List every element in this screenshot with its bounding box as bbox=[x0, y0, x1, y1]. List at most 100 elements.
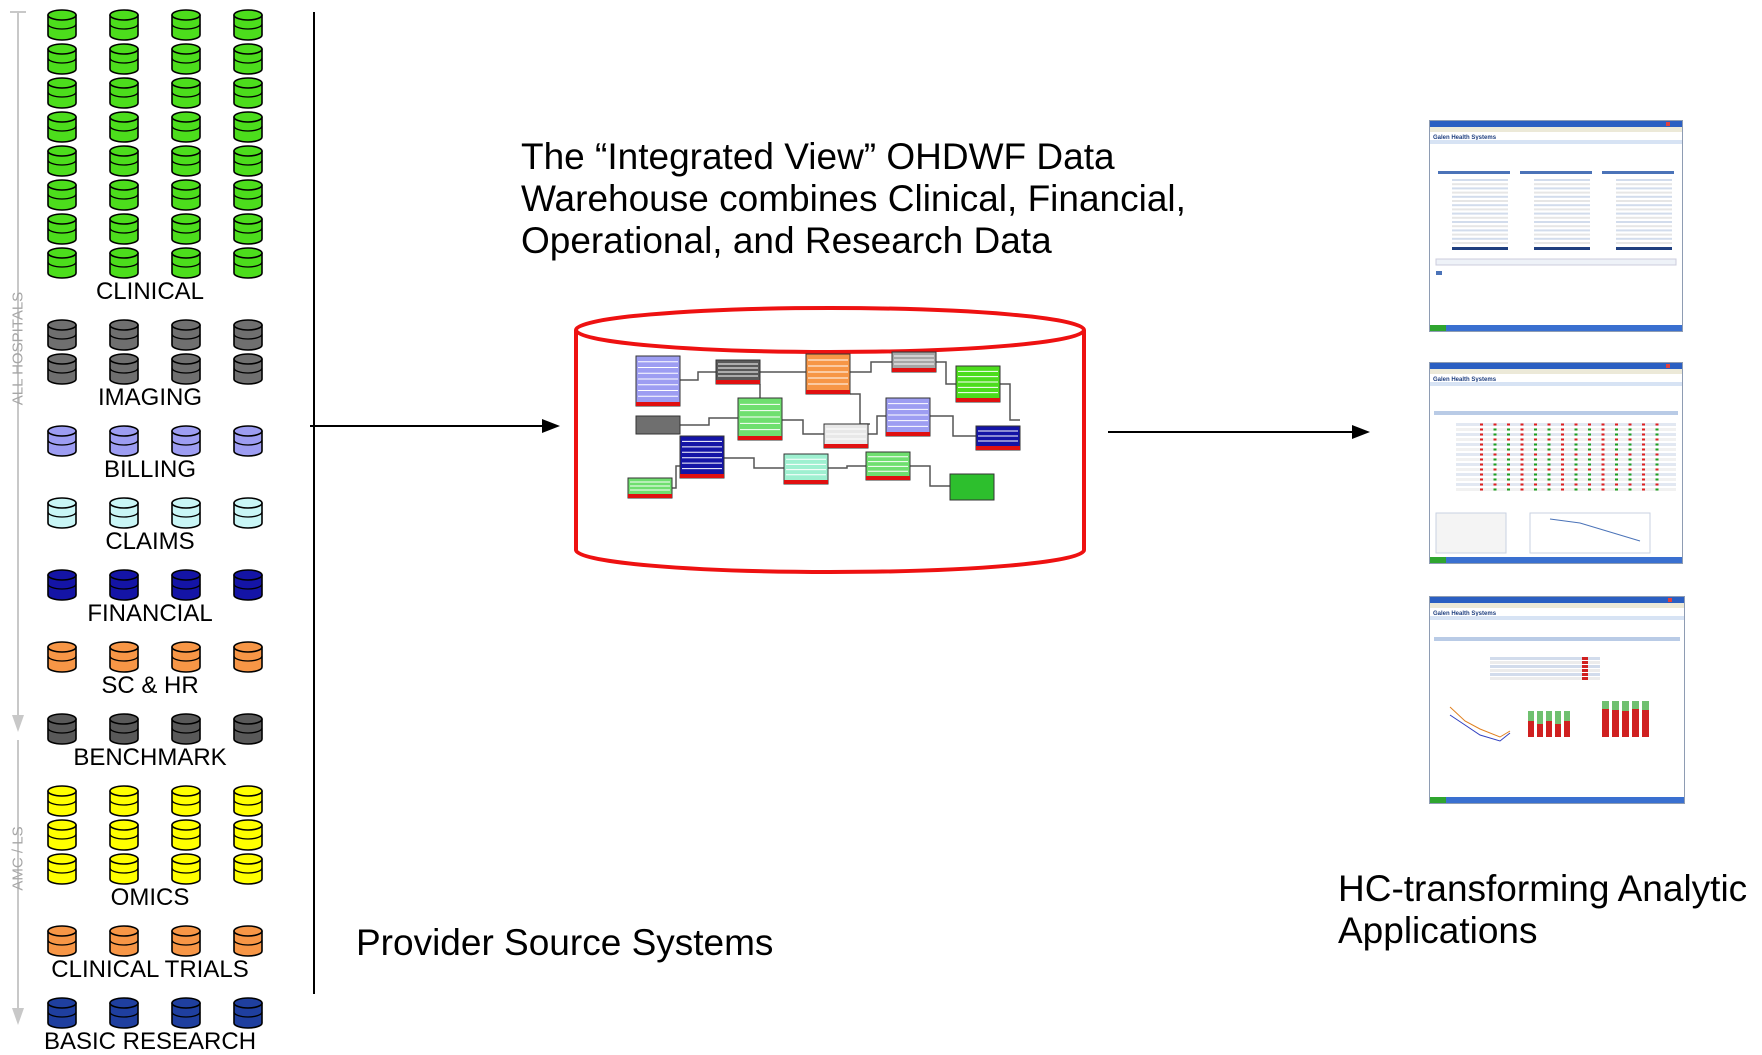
database-icon bbox=[171, 997, 201, 1029]
database-icon bbox=[109, 569, 139, 601]
applications-caption-line-2: Applications bbox=[1338, 910, 1538, 951]
database-icon bbox=[233, 641, 263, 673]
database-icon bbox=[171, 353, 201, 385]
app-screenshot-1: Galen Health Systems bbox=[1429, 120, 1683, 332]
database-icon bbox=[171, 43, 201, 75]
database-icon bbox=[171, 319, 201, 351]
database-icon bbox=[233, 77, 263, 109]
database-icon bbox=[109, 9, 139, 41]
database-icon bbox=[171, 853, 201, 885]
warehouse-caption-line-1: The “Integrated View” OHDWF Data bbox=[521, 136, 1115, 177]
database-icon bbox=[109, 353, 139, 385]
source-caption: Provider Source Systems bbox=[356, 922, 774, 963]
app-screenshot-2: Galen Health Systems bbox=[1429, 362, 1683, 564]
database-icon bbox=[233, 111, 263, 143]
database-icon bbox=[109, 145, 139, 177]
schema-table bbox=[627, 477, 673, 499]
schema-table bbox=[885, 397, 931, 437]
database-icon bbox=[109, 641, 139, 673]
database-icon bbox=[47, 145, 77, 177]
schema-table bbox=[635, 415, 681, 435]
database-icon bbox=[47, 569, 77, 601]
database-icon bbox=[171, 497, 201, 529]
schema-link bbox=[680, 417, 738, 426]
database-icon bbox=[47, 43, 77, 75]
axis-label-all-hospitals: ALL HOSPITALS bbox=[9, 291, 27, 406]
database-icon bbox=[109, 819, 139, 851]
guide-arrow-lower bbox=[12, 1008, 24, 1025]
database-icon bbox=[47, 319, 77, 351]
database-icon bbox=[171, 179, 201, 211]
database-icon bbox=[233, 853, 263, 885]
database-icon bbox=[47, 819, 77, 851]
schema-link bbox=[930, 415, 976, 437]
database-icon bbox=[109, 853, 139, 885]
database-icon bbox=[47, 785, 77, 817]
category-label: OMICS bbox=[110, 884, 190, 911]
category-label: SC & HR bbox=[101, 672, 199, 699]
schema-link bbox=[680, 371, 716, 381]
database-icon bbox=[171, 9, 201, 41]
screenshot-title: Galen Health Systems bbox=[1433, 611, 1497, 617]
schema-table bbox=[955, 365, 1001, 403]
database-icon bbox=[171, 819, 201, 851]
schema-table bbox=[635, 355, 681, 407]
warehouse-caption-line-3: Operational, and Research Data bbox=[521, 220, 1052, 261]
schema-table bbox=[865, 451, 911, 481]
warehouse-schema bbox=[627, 351, 1021, 501]
database-icon bbox=[233, 43, 263, 75]
database-icon bbox=[233, 9, 263, 41]
schema-link bbox=[1000, 383, 1020, 421]
database-icon bbox=[171, 77, 201, 109]
database-icon bbox=[233, 425, 263, 457]
database-icon bbox=[233, 713, 263, 745]
category-label: IMAGING bbox=[97, 384, 202, 411]
database-icon bbox=[171, 785, 201, 817]
schema-table bbox=[949, 473, 995, 501]
schema-link bbox=[672, 465, 680, 489]
database-icon bbox=[233, 497, 263, 529]
database-icon bbox=[109, 247, 139, 279]
data-warehouse-cylinder bbox=[574, 306, 1086, 574]
schema-link bbox=[868, 415, 886, 435]
category-label: CLINICAL bbox=[95, 278, 205, 305]
schema-link bbox=[828, 465, 866, 469]
divider-line bbox=[313, 12, 315, 994]
schema-link bbox=[724, 457, 784, 469]
database-icon bbox=[171, 925, 201, 957]
applications-caption: HC-transforming Analytic Applications bbox=[1338, 868, 1747, 952]
schema-table bbox=[737, 397, 783, 441]
database-icon bbox=[47, 997, 77, 1029]
schema-table bbox=[805, 353, 851, 395]
source-systems-grid bbox=[10, 9, 263, 1029]
database-icon bbox=[109, 785, 139, 817]
database-icon bbox=[109, 997, 139, 1029]
category-label: FINANCIAL bbox=[87, 600, 213, 627]
schema-table bbox=[783, 453, 829, 485]
database-icon bbox=[109, 111, 139, 143]
database-icon bbox=[47, 213, 77, 245]
database-icon bbox=[233, 179, 263, 211]
database-icon bbox=[47, 641, 77, 673]
database-icon bbox=[109, 319, 139, 351]
database-icon bbox=[47, 179, 77, 211]
database-icon bbox=[171, 569, 201, 601]
database-icon bbox=[233, 145, 263, 177]
category-label: BASIC RESEARCH bbox=[43, 1028, 257, 1055]
schema-table bbox=[975, 425, 1021, 451]
app-screenshot-3: Galen Health Systems bbox=[1429, 596, 1685, 804]
database-icon bbox=[233, 247, 263, 279]
database-icon bbox=[233, 353, 263, 385]
database-icon bbox=[109, 925, 139, 957]
database-icon bbox=[47, 925, 77, 957]
category-label: BENCHMARK bbox=[73, 744, 227, 771]
schema-link bbox=[910, 465, 950, 487]
database-icon bbox=[233, 997, 263, 1029]
database-icon bbox=[47, 353, 77, 385]
warehouse-caption-line-2: Warehouse combines Clinical, Financial, bbox=[521, 178, 1186, 219]
schema-link bbox=[782, 419, 824, 435]
database-icon bbox=[109, 497, 139, 529]
database-icon bbox=[233, 569, 263, 601]
database-icon bbox=[47, 9, 77, 41]
database-icon bbox=[109, 713, 139, 745]
